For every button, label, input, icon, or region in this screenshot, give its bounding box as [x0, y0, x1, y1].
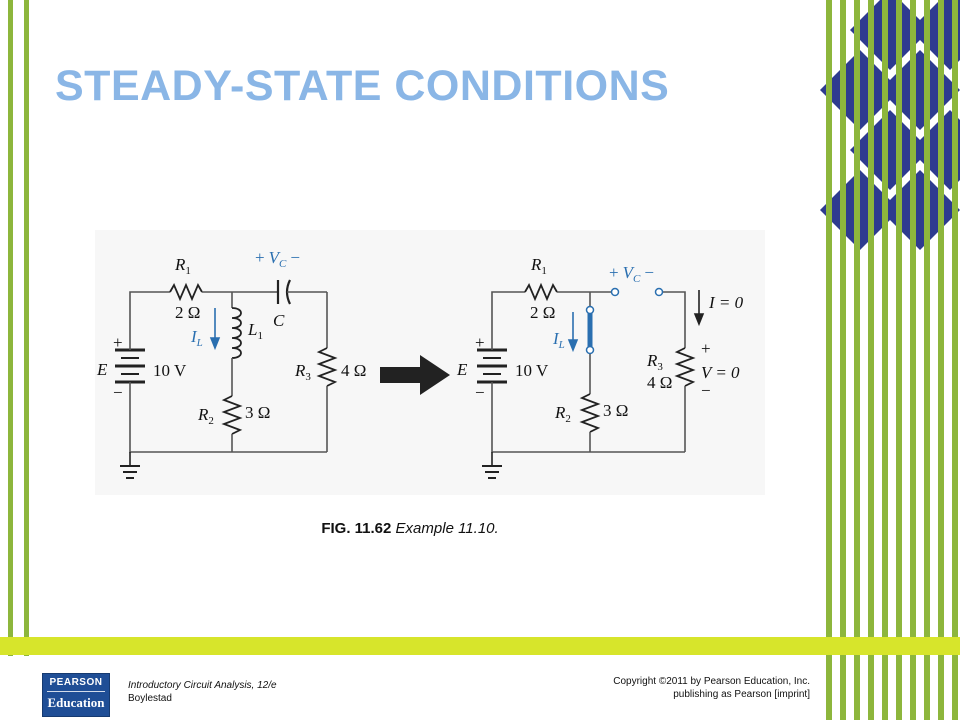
left-r1-label: R1: [174, 255, 191, 277]
logo-bottom-text: Education: [47, 695, 105, 710]
transition-arrow: [380, 355, 450, 395]
right-v-plus: +: [701, 339, 711, 358]
right-r1-resistor: [524, 282, 558, 302]
right-r1-label: R1: [530, 255, 547, 277]
left-ground-symbol: [120, 452, 140, 479]
right-short-circuit: [585, 305, 595, 355]
copyright-line-1: Copyright ©2011 by Pearson Education, In…: [613, 676, 810, 687]
bottom-accent-bar: [0, 637, 960, 655]
left-r3-label: R3: [294, 361, 311, 383]
left-circuit: [115, 279, 338, 479]
copyright-line-2: publishing as Pearson [imprint]: [673, 689, 810, 700]
left-l1-label: L1: [247, 320, 263, 342]
book-info: Introductory Circuit Analysis, 12/e Boyl…: [128, 679, 277, 705]
right-il-label: IL: [552, 329, 565, 351]
book-author: Boylestad: [128, 693, 172, 704]
left-r1-resistor: [169, 282, 203, 302]
left-labels: R1 2 Ω +VC− C IL L1 + E 10 V − R3 4 Ω R2…: [96, 248, 366, 427]
right-r2-value: 3 Ω: [603, 401, 628, 420]
right-r1-value: 2 Ω: [530, 303, 555, 322]
figure-number: FIG. 11.62: [321, 520, 392, 537]
pearson-logo: PEARSON Education: [42, 673, 110, 717]
vertical-stripes: [826, 0, 958, 720]
right-il-arrow: [567, 312, 579, 353]
right-i-equation: I = 0: [708, 293, 744, 312]
right-r2-label: R2: [554, 403, 571, 425]
left-r2-value: 3 Ω: [245, 403, 270, 422]
logo-divider: [47, 691, 105, 692]
left-accent-bar: [8, 0, 13, 656]
right-r3-resistor: [674, 347, 696, 387]
left-inductor: [231, 307, 242, 359]
left-r1-value: 2 Ω: [175, 303, 200, 322]
left-r2-resistor: [221, 395, 243, 435]
left-r2-label: R2: [197, 405, 214, 427]
left-r3-resistor: [316, 347, 338, 387]
left-e-value: 10 V: [153, 361, 187, 380]
right-circuit: [477, 282, 696, 479]
left-il-label: IL: [190, 327, 203, 349]
right-labels: R1 2 Ω +VC− IL I = 0 + E 10 V − R3 4 Ω +…: [456, 255, 744, 425]
figure-caption: FIG. 11.62 Example 11.10.: [0, 520, 820, 537]
left-e-minus: −: [113, 383, 123, 402]
left-c-label: C: [273, 311, 285, 330]
logo-top-text: PEARSON: [49, 677, 103, 688]
right-r3-label: R3: [646, 351, 663, 373]
right-v-minus: −: [701, 381, 711, 400]
copyright-notice: Copyright ©2011 by Pearson Education, In…: [560, 675, 810, 701]
slide-title: STEADY-STATE CONDITIONS: [55, 62, 670, 110]
right-ground-symbol: [482, 452, 502, 479]
left-e-label: E: [96, 360, 108, 379]
right-r3-value: 4 Ω: [647, 373, 672, 392]
circuit-figure: R1 2 Ω +VC− C IL L1 + E 10 V − R3 4 Ω R2…: [95, 230, 765, 495]
right-r2-resistor: [579, 393, 601, 433]
left-r3-value: 4 Ω: [341, 361, 366, 380]
right-vc-label: +VC−: [609, 263, 654, 285]
right-e-plus: +: [475, 333, 485, 352]
left-vc-label: +VC−: [255, 248, 300, 270]
right-e-value: 10 V: [515, 361, 549, 380]
right-i-arrow: [693, 290, 705, 327]
right-e-minus: −: [475, 383, 485, 402]
right-open-circuit-terminals: [610, 287, 664, 297]
right-v-equation: V = 0: [701, 363, 740, 382]
left-e-plus: +: [113, 333, 123, 352]
figure-description: Example 11.10.: [395, 520, 499, 537]
left-il-arrow: [209, 308, 221, 351]
book-title: Introductory Circuit Analysis, 12/e: [128, 680, 277, 691]
left-accent-bar: [24, 0, 29, 656]
right-e-label: E: [456, 360, 468, 379]
